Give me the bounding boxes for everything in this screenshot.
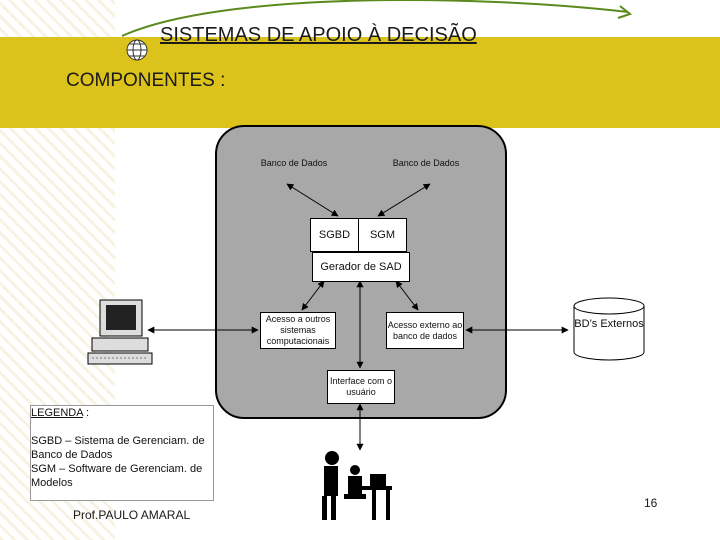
access-other-box: Acesso a outros sistemas computacionais xyxy=(260,312,336,349)
database-left: Banco de Dados xyxy=(260,158,328,168)
legend-title: LEGENDA xyxy=(31,407,83,419)
access-external-box: Acesso externo ao banco de dados xyxy=(386,312,464,349)
computer-icon xyxy=(87,299,153,365)
sgm-box: SGM xyxy=(358,218,407,252)
legend-item-sgbd: SGBD – Sistema de Gerenciam. de Banco de… xyxy=(31,435,205,461)
slide-subtitle: COMPONENTES : xyxy=(66,70,226,91)
legend-title-suffix: : xyxy=(82,407,90,419)
database-right: Banco de Dados xyxy=(392,158,460,168)
decorative-curve xyxy=(121,0,629,37)
globe-icon xyxy=(126,39,148,61)
sgbd-box: SGBD xyxy=(310,218,359,252)
external-db-label: BD’s Externos xyxy=(574,318,644,330)
interface-box: Interface com o usuário xyxy=(327,370,395,404)
legend-item-sgm: SGM – Software de Gerenciam. de Modelos xyxy=(31,463,203,489)
slide-title: SISTEMAS DE APOIO À DECISÃO xyxy=(160,24,477,46)
page-number: 16 xyxy=(644,496,658,510)
legend-box: LEGENDA : SGBD – Sistema de Gerenciam. d… xyxy=(30,405,214,501)
user-at-desk-icon xyxy=(322,451,392,520)
title-band xyxy=(0,37,720,128)
generator-box: Gerador de SAD xyxy=(312,252,410,282)
database-icon xyxy=(573,297,645,361)
legend-header: LEGENDA : xyxy=(31,406,213,420)
author-footer: Prof.PAULO AMARAL xyxy=(73,508,191,522)
